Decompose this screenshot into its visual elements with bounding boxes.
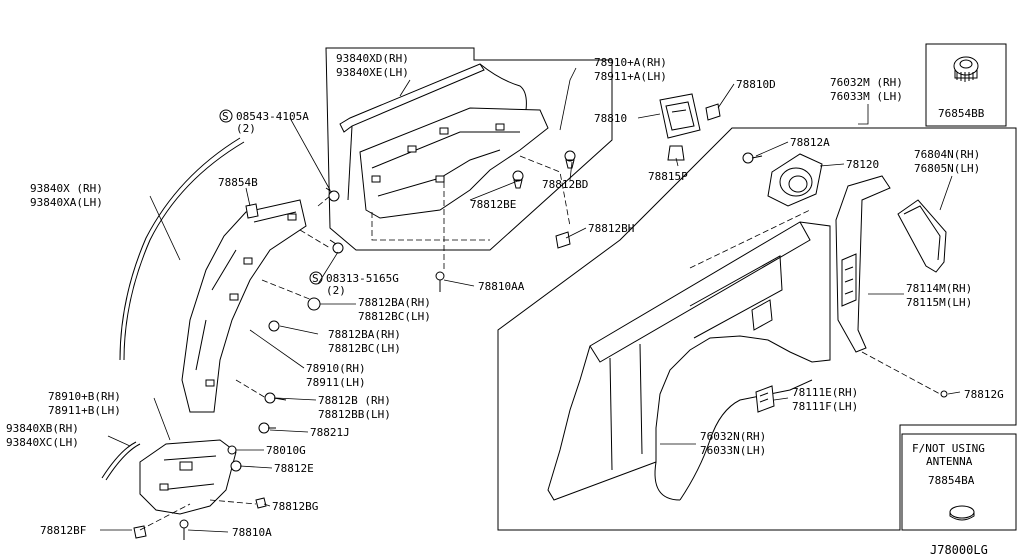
- diagram-id: J78000LG: [930, 543, 988, 557]
- fuel-lid-78120: [767, 153, 823, 207]
- label-78810: 78810: [594, 112, 627, 125]
- wheelhouse-liner-78910: [181, 199, 307, 413]
- label-78854b: 78854B: [218, 176, 258, 189]
- pocket-78810: [659, 93, 701, 139]
- clip-78812bg: [255, 497, 267, 509]
- strip-93840xd: [339, 63, 485, 133]
- label-78812bb: 78812BB(LH): [318, 408, 391, 421]
- screw-78010g: [227, 445, 237, 455]
- label-78111f: 78111F(LH): [792, 400, 858, 413]
- label-78910b: 78910+B(RH): [48, 390, 121, 403]
- screw-78810a: [179, 519, 189, 540]
- clip-78812e: [230, 460, 242, 472]
- label-93840xe: 93840XE(LH): [336, 66, 409, 79]
- clip-78815p: [667, 145, 685, 161]
- label-78111e: 78111E(RH): [792, 386, 858, 399]
- label-78812g: 78812G: [964, 388, 1004, 401]
- label-08313: 08313-5165G: [326, 272, 399, 285]
- note-line-2: ANTENNA: [926, 455, 973, 468]
- body-panel-box: [497, 127, 1017, 531]
- screw-78810aa: [435, 271, 445, 292]
- label-78821j: 78821J: [310, 426, 350, 439]
- circle-marker-08543: S: [219, 109, 233, 123]
- trim-strip-93840x: [123, 141, 245, 361]
- label-93840xb: 93840XB(RH): [6, 422, 79, 435]
- label-78812bc-2: 78812BC(LH): [328, 342, 401, 355]
- label-76033m: 76033M (LH): [830, 90, 903, 103]
- clip-part-76854bb: [953, 56, 979, 82]
- label-78910a: 78910+A(RH): [594, 56, 667, 69]
- label-78911b: 78911+B(LH): [48, 404, 121, 417]
- clip-78812bf: [133, 525, 147, 539]
- label-78810aa: 78810AA: [478, 280, 525, 293]
- label-78812e: 78812E: [274, 462, 314, 475]
- label-78114m: 78114M(RH): [906, 282, 972, 295]
- leader-lines: [100, 67, 961, 533]
- clip-78812g: [940, 390, 948, 398]
- label-93840xa: 93840XA(LH): [30, 196, 103, 209]
- seal-76804n: [897, 199, 947, 273]
- label-78115m: 78115M(LH): [906, 296, 972, 309]
- label-78810a: 78810A: [232, 526, 272, 539]
- bracket-78111e: [755, 385, 775, 413]
- screw-08313: [329, 239, 344, 254]
- label-78812bd: 78812BD: [542, 178, 588, 191]
- bulb-78810d: [705, 103, 721, 121]
- screw-08543: [325, 187, 340, 202]
- label-76804n: 76804N(RH): [914, 148, 980, 161]
- inner-panel-78114m: [835, 175, 891, 353]
- label-78812bc: 78812BC(LH): [358, 310, 431, 323]
- label-78812ba: 78812BA(RH): [358, 296, 431, 309]
- label-76032n: 76032N(RH): [700, 430, 766, 443]
- label-78911a: 78911+A(LH): [594, 70, 667, 83]
- label-93840xc: 93840XC(LH): [6, 436, 79, 449]
- cap-part-78854ba: [949, 505, 975, 521]
- circle-marker-08313: S: [309, 271, 323, 285]
- note-line-1: F/NOT USING: [912, 442, 985, 455]
- inset-box-antenna: [901, 433, 1017, 531]
- label-08543-qty: (2): [236, 122, 256, 135]
- label-78812be: 78812BE: [470, 198, 516, 211]
- label-78812bh: 78812BH: [588, 222, 634, 235]
- body-side-panel-76032n: [547, 221, 831, 501]
- label-93840xd: 93840XD(RH): [336, 52, 409, 65]
- label-78810d: 78810D: [736, 78, 776, 91]
- upper-trim-78910a: [359, 107, 549, 219]
- svg-text:S: S: [312, 272, 319, 285]
- label-78910: 78910(RH): [306, 362, 366, 375]
- label-78120: 78120: [846, 158, 879, 171]
- label-78812bg: 78812BG: [272, 500, 318, 513]
- clip-78854b: [245, 203, 259, 219]
- clip-78812bh: [555, 231, 571, 249]
- upper-assembly-box: [325, 47, 613, 251]
- label-78812bf: 78812BF: [40, 524, 86, 537]
- label-78812a: 78812A: [790, 136, 830, 149]
- label-08313-qty: (2): [326, 284, 346, 297]
- label-78911: 78911(LH): [306, 376, 366, 389]
- label-76033n: 76033N(LH): [700, 444, 766, 457]
- clip-78812ba-2: [268, 320, 280, 332]
- screw-78812a: [742, 152, 763, 164]
- label-78854ba: 78854BA: [928, 474, 975, 487]
- label-78815p: 78815P: [648, 170, 688, 183]
- label-76854bb: 76854BB: [938, 107, 985, 120]
- label-76032m: 76032M (RH): [830, 76, 903, 89]
- label-78010g: 78010G: [266, 444, 306, 457]
- clip-78812ba: [307, 297, 321, 311]
- inset-box-76854bb: [925, 43, 1007, 127]
- label-78812b: 78812B (RH): [318, 394, 391, 407]
- label-78812ba-2: 78812BA(RH): [328, 328, 401, 341]
- label-76805n: 76805N(LH): [914, 162, 980, 175]
- strip-93840xb: [101, 441, 137, 479]
- label-08543: 08543-4105A: [236, 110, 309, 123]
- svg-text:S: S: [222, 110, 229, 123]
- clip-78812be: [512, 170, 524, 189]
- label-93840x: 93840X (RH): [30, 182, 103, 195]
- mud-guard-78910b: [139, 439, 237, 515]
- clip-78821j: [258, 422, 276, 434]
- clip-78812bd: [564, 150, 576, 169]
